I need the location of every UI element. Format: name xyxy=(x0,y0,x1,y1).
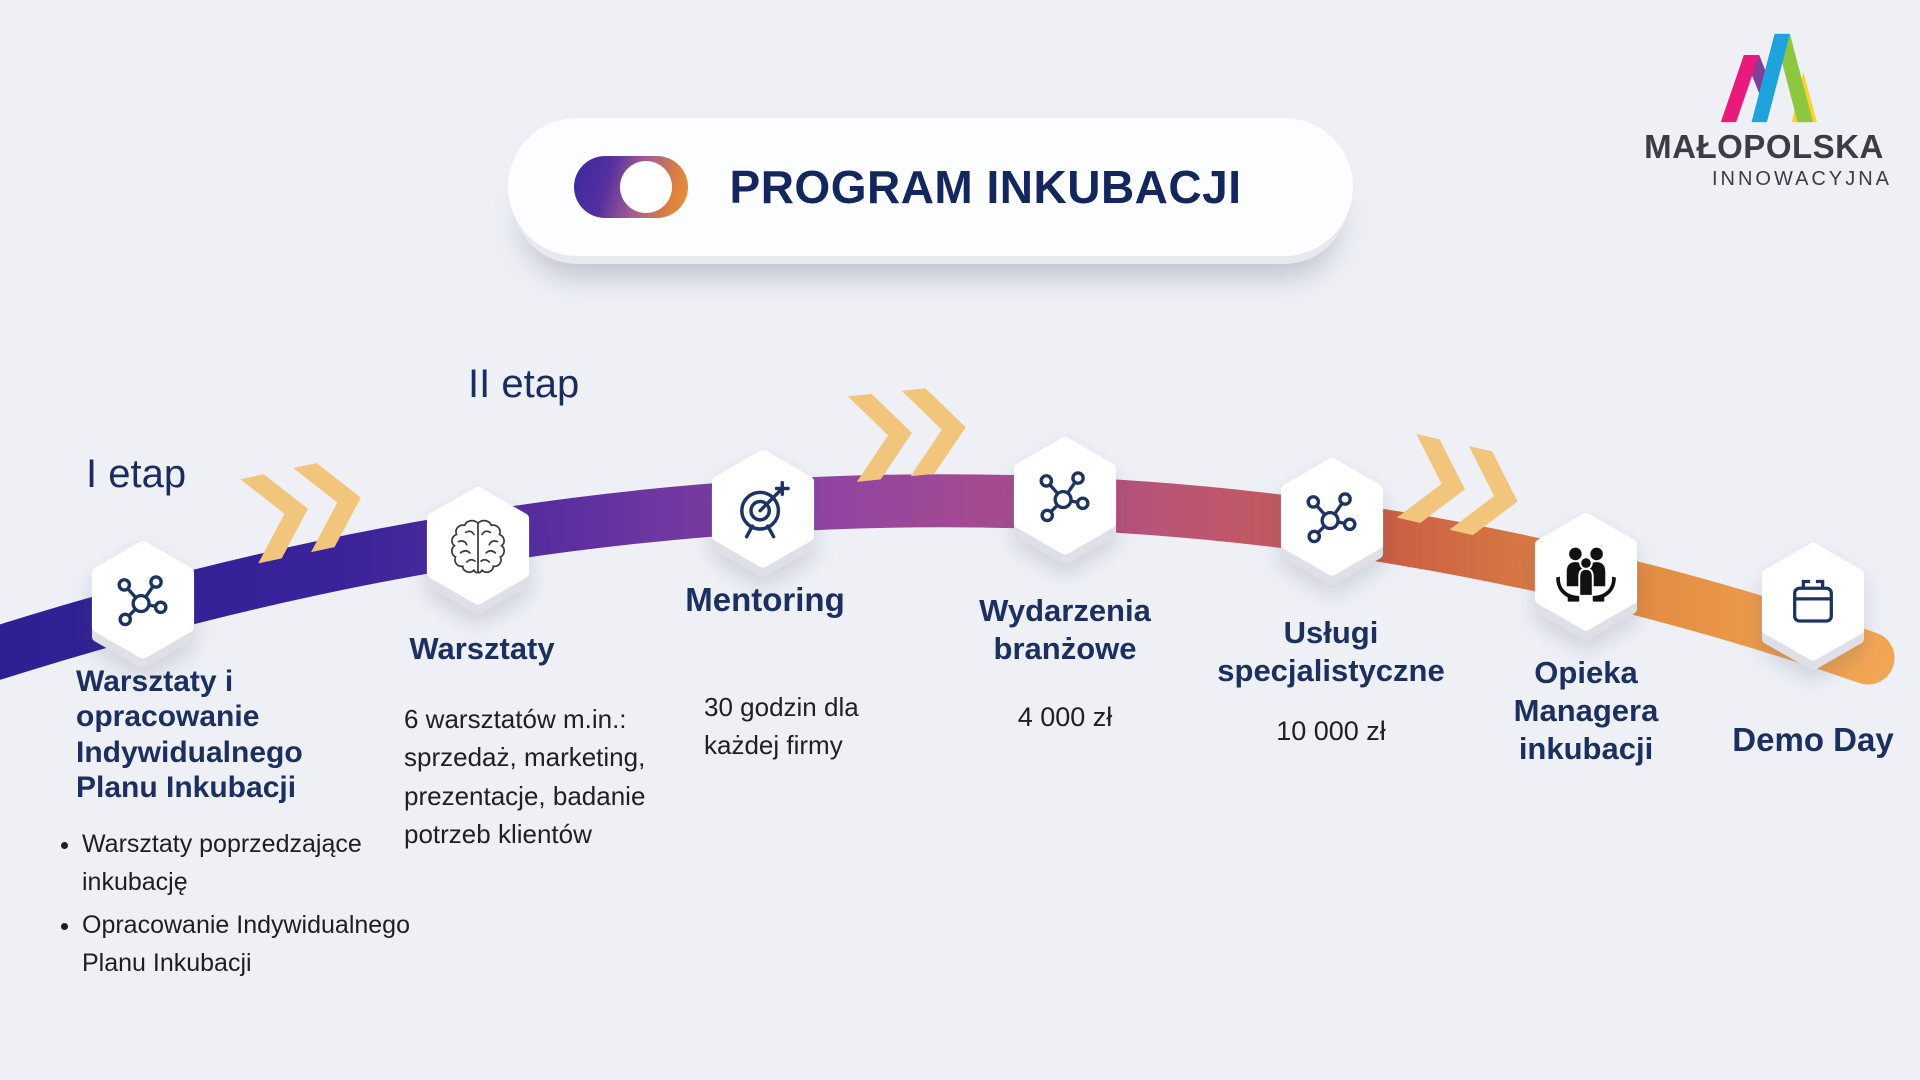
chevron-arrows-icon xyxy=(847,384,971,482)
bullet-item: Opracowanie Indywidualnego Planu Inkubac… xyxy=(82,907,412,982)
item-bullets-warsztaty-ipi: Warsztaty poprzedzające inkubację Opraco… xyxy=(52,826,412,988)
milestone-hex-opieka xyxy=(1528,513,1644,644)
milestone-hex-warsztaty xyxy=(420,487,536,618)
page-title: PROGRAM INKUBACJI xyxy=(729,161,1242,213)
stage-label-1: I etap xyxy=(86,452,187,496)
stage-label-2: II etap xyxy=(468,362,580,406)
item-desc-mentoring: 30 godzin dla każdej firmy xyxy=(704,692,859,761)
malopolska-logo: MAŁOPOLSKA INNOWACYJNA xyxy=(1636,30,1892,191)
logo-text-primary: MAŁOPOLSKA xyxy=(1644,128,1884,165)
item-desc-warsztaty: 6 warsztatów m.in.: sprzedaż, marketing,… xyxy=(404,704,646,850)
item-title-demo-day: Demo Day xyxy=(1732,721,1894,758)
title-pill: PROGRAM INKUBACJI xyxy=(508,118,1353,256)
item-title-wydarzenia: Wydarzenia branżowe xyxy=(979,593,1151,666)
item-title-mentoring: Mentoring xyxy=(685,581,845,618)
milestone-hex-mentoring xyxy=(705,450,821,581)
milestone-hex-wydarzenia xyxy=(1007,437,1123,568)
item-title-warsztaty: Warsztaty xyxy=(409,631,555,666)
milestone-hex-uslugi xyxy=(1274,458,1390,589)
item-title-warsztaty-ipi: Warsztaty i opracowanie Indywidualnego P… xyxy=(76,665,303,805)
item-desc-uslugi: 10 000 zł xyxy=(1276,716,1386,746)
logo-text-secondary: INNOWACYJNA xyxy=(1711,168,1892,190)
logo-m-icon xyxy=(1720,33,1817,123)
toggle-switch-graphic xyxy=(574,156,688,218)
item-title-opieka: Opieka Managera inkubacji xyxy=(1513,655,1659,766)
toggle-knob xyxy=(620,161,672,213)
milestone-hex-demo-day xyxy=(1755,543,1871,674)
bullet-item: Warsztaty poprzedzające inkubację xyxy=(82,826,412,901)
item-title-uslugi: Usługi specjalistyczne xyxy=(1217,615,1445,688)
item-desc-wydarzenia: 4 000 zł xyxy=(1017,702,1113,732)
milestone-hex-warsztaty-ipi xyxy=(85,541,201,672)
